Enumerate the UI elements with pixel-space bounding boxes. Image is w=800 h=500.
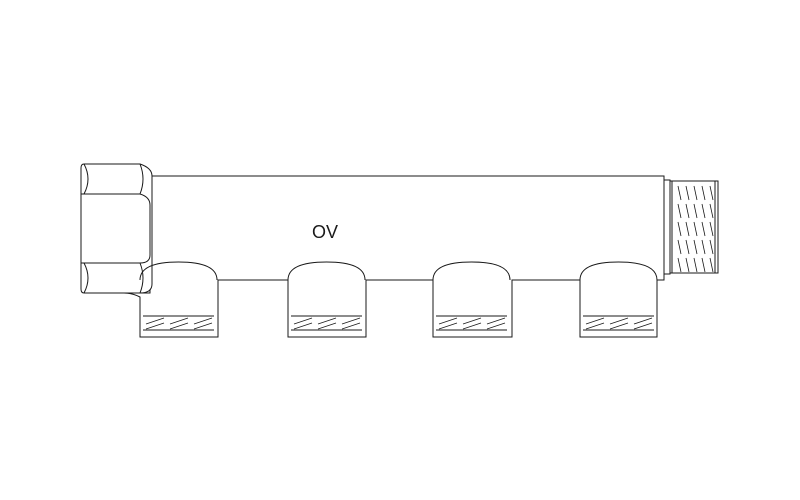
outlet-group — [139, 261, 658, 331]
threaded-outlet-right — [663, 179, 719, 275]
hex-nut-inlet — [80, 163, 153, 294]
outlet-3 — [432, 261, 511, 331]
outlet-1 — [139, 261, 218, 331]
manifold-body — [123, 175, 665, 338]
outlet-dome — [139, 261, 218, 281]
outlet-4 — [579, 261, 658, 331]
outlet-dome — [579, 261, 658, 281]
drawing-label: OV — [312, 222, 338, 242]
outlet-2 — [287, 261, 366, 331]
outlet-dome — [432, 261, 511, 281]
outlet-dome — [287, 261, 366, 281]
